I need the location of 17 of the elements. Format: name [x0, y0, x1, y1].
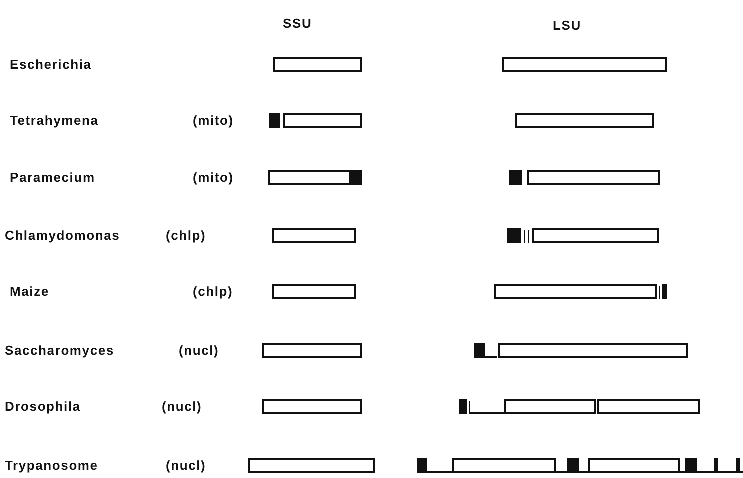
column-heading: SSU — [283, 16, 312, 32]
organelle-label: (nucl) — [162, 399, 202, 415]
species-name: Maize — [10, 284, 50, 300]
species-name: Saccharomyces — [5, 343, 114, 359]
species-name: Trypanosome — [5, 458, 98, 474]
species-name: Drosophila — [5, 399, 81, 415]
organelle-label: (mito) — [193, 113, 234, 129]
species-name: Paramecium — [10, 170, 96, 186]
organelle-label: (mito) — [193, 170, 234, 186]
organelle-label: (chlp) — [166, 228, 206, 244]
species-name: Chlamydomonas — [5, 228, 120, 244]
column-heading: LSU — [553, 18, 582, 34]
species-name: Tetrahymena — [10, 113, 99, 129]
organelle-label: (nucl) — [166, 458, 206, 474]
species-name: Escherichia — [10, 57, 92, 73]
organelle-label: (chlp) — [193, 284, 234, 300]
organelle-label: (nucl) — [179, 343, 220, 359]
